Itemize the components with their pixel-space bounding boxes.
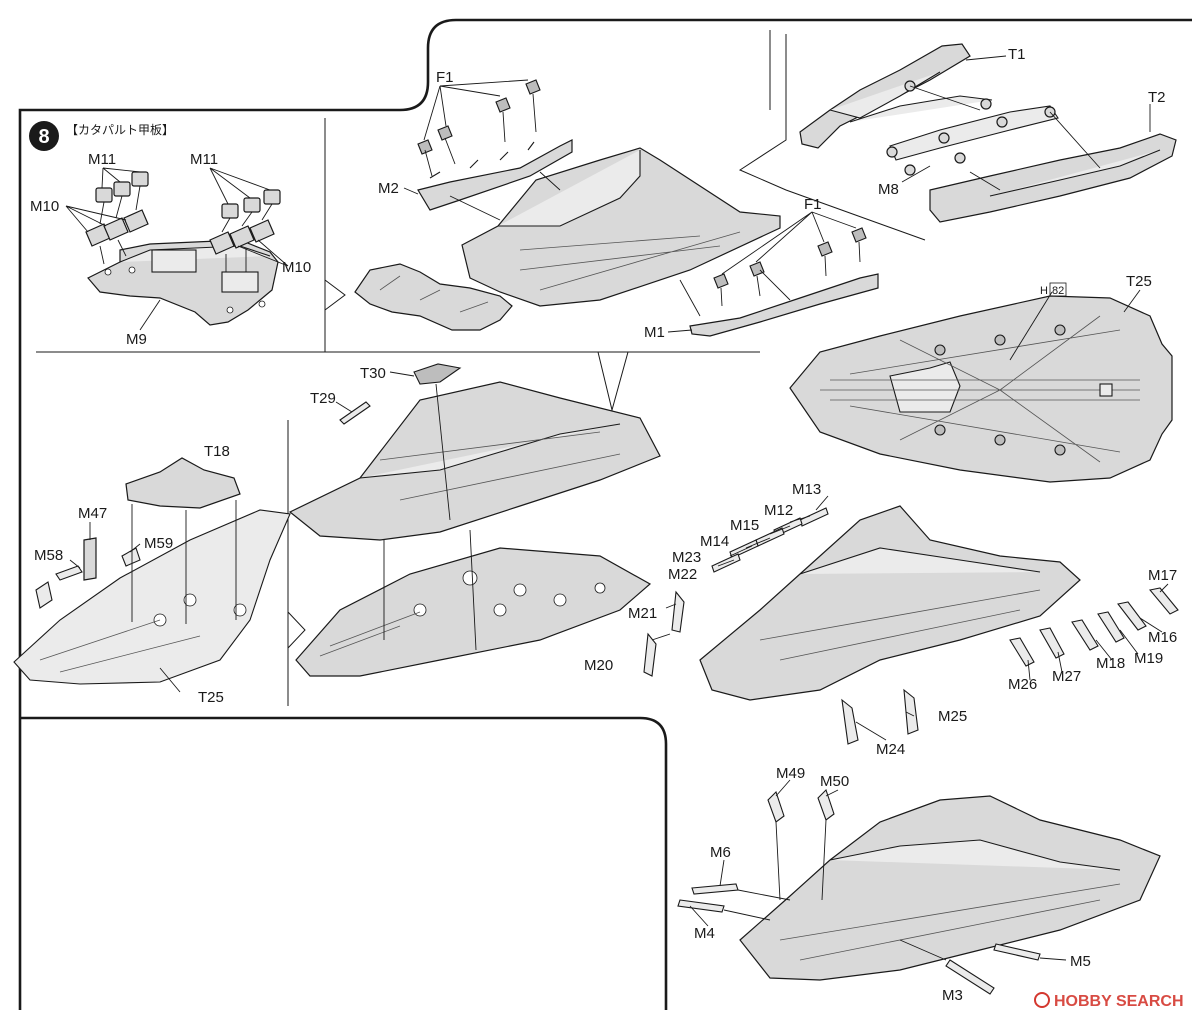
hobby-search-logo-icon <box>1034 992 1050 1008</box>
m9-assembly <box>65 167 289 331</box>
label-t30: T30 <box>360 365 386 382</box>
label-m11-right: M11 <box>190 151 218 168</box>
t25-top-view <box>789 289 1173 483</box>
label-t29: T29 <box>310 390 336 407</box>
label-t25-bottom: T25 <box>198 689 224 706</box>
label-m21: M21 <box>628 605 657 622</box>
label-m27: M27 <box>1052 668 1081 685</box>
label-t25-top: T25 <box>1126 273 1152 290</box>
label-m18: M18 <box>1096 655 1125 672</box>
label-m10-right: M10 <box>282 259 311 276</box>
catapult-deck-assembly <box>354 79 879 337</box>
hobby-search-watermark: HOBBY SEARCH <box>1034 992 1184 1010</box>
label-m6: M6 <box>710 844 731 861</box>
m1-rail <box>689 273 879 337</box>
label-m20: M20 <box>584 657 613 674</box>
label-f1-right: F1 <box>804 196 822 213</box>
h82-box <box>1049 282 1067 297</box>
m10-parts-right <box>209 219 275 255</box>
label-t18: T18 <box>204 443 230 460</box>
m11-parts-right <box>221 189 281 219</box>
label-f1-top: F1 <box>436 69 454 86</box>
label-t2: T2 <box>1148 89 1166 106</box>
label-m1: M1 <box>644 324 665 341</box>
label-m22: M22 <box>668 566 697 583</box>
label-m49: M49 <box>776 765 805 782</box>
label-m25: M25 <box>938 708 967 725</box>
label-m59: M59 <box>144 535 173 552</box>
label-m5: M5 <box>1070 953 1091 970</box>
m10-parts-left <box>85 209 149 247</box>
step-number-badge <box>29 121 59 151</box>
label-m24: M24 <box>876 741 905 758</box>
label-m4: M4 <box>694 925 715 942</box>
left-deck-assembly <box>13 457 291 693</box>
label-m3: M3 <box>942 987 963 1004</box>
step-title: 【カタパルト甲板】 <box>66 123 174 137</box>
f1-parts-top <box>417 79 541 155</box>
label-h82-prefix: H <box>1040 285 1048 297</box>
step-header: 8 【カタパルト甲板】 <box>29 121 174 151</box>
label-m16: M16 <box>1148 629 1177 646</box>
label-m9: M9 <box>126 331 147 348</box>
label-m15: M15 <box>730 517 759 534</box>
label-m8: M8 <box>878 181 899 198</box>
f1-parts-right <box>713 227 867 289</box>
m2-rail <box>417 139 573 211</box>
label-m50: M50 <box>820 773 849 790</box>
side-panel-assembly <box>643 495 1179 745</box>
watermark-text: HOBBY SEARCH <box>1054 993 1184 1010</box>
t1-t2-skeleton <box>799 43 1177 223</box>
label-m19: M19 <box>1134 650 1163 667</box>
m11-parts-left <box>95 171 149 203</box>
label-m12: M12 <box>764 502 793 519</box>
label-m47: M47 <box>78 505 107 522</box>
panel-frames <box>18 18 1192 1010</box>
label-m23: M23 <box>672 549 701 566</box>
middle-deck-assembly <box>288 363 661 677</box>
step-number: 8 <box>38 126 49 148</box>
label-m2: M2 <box>378 180 399 197</box>
label-m10-left: M10 <box>30 198 59 215</box>
bottom-hull-assembly <box>677 779 1161 995</box>
label-t1: T1 <box>1008 46 1026 63</box>
label-h82-box: 82 <box>1052 285 1064 297</box>
label-m17: M17 <box>1148 567 1177 584</box>
label-m14: M14 <box>700 533 729 550</box>
label-m58: M58 <box>34 547 63 564</box>
label-m26: M26 <box>1008 676 1037 693</box>
label-m13: M13 <box>792 481 821 498</box>
label-m11-left: M11 <box>88 151 116 168</box>
